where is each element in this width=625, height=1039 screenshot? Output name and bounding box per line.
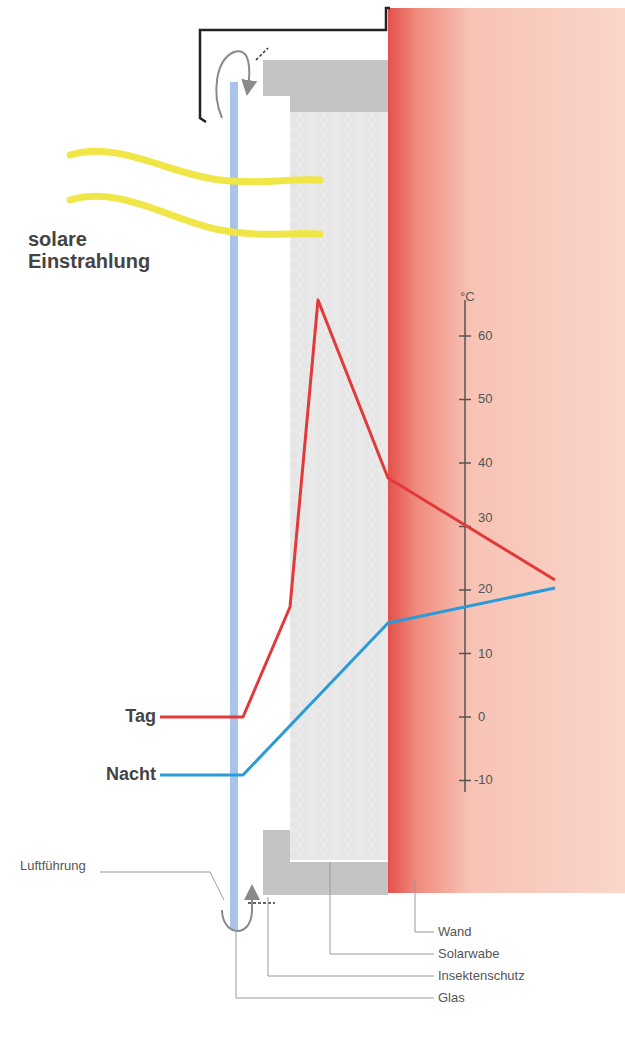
- wall: [388, 8, 625, 893]
- solar-honeycomb: [290, 100, 388, 860]
- scale-number: -10: [474, 773, 493, 787]
- unit-label: °C: [460, 290, 475, 304]
- frame-profile: [263, 830, 388, 895]
- part-label: Solarwabe: [438, 947, 499, 961]
- curve-label: Nacht: [106, 765, 156, 785]
- frame-profile: [263, 60, 388, 112]
- part-label: Insektenschutz: [438, 969, 525, 983]
- night-curve: [160, 588, 555, 775]
- part-label: Wand: [438, 925, 471, 939]
- scale-number: 60: [478, 329, 492, 343]
- scale-number: 10: [478, 647, 492, 661]
- temperature-scale: [459, 300, 471, 792]
- part-label: Glas: [438, 991, 465, 1005]
- title-label: solare Einstrahlung: [28, 228, 203, 272]
- radiation-wave: [70, 151, 320, 182]
- scale-number: 20: [478, 582, 492, 596]
- glass-pane: [230, 82, 238, 930]
- part-label: Luftführung: [20, 859, 86, 873]
- scale-number: 30: [478, 511, 492, 525]
- radiation-wave: [70, 196, 320, 234]
- air-flow-arrow: [222, 892, 252, 931]
- insect-screen: [256, 48, 268, 60]
- scale-number: 40: [478, 456, 492, 470]
- cover-flashing: [200, 8, 390, 122]
- leader-lines: [100, 862, 434, 998]
- scale-number: 0: [478, 710, 485, 724]
- scale-number: 50: [478, 392, 492, 406]
- curve-label: Tag: [125, 707, 156, 727]
